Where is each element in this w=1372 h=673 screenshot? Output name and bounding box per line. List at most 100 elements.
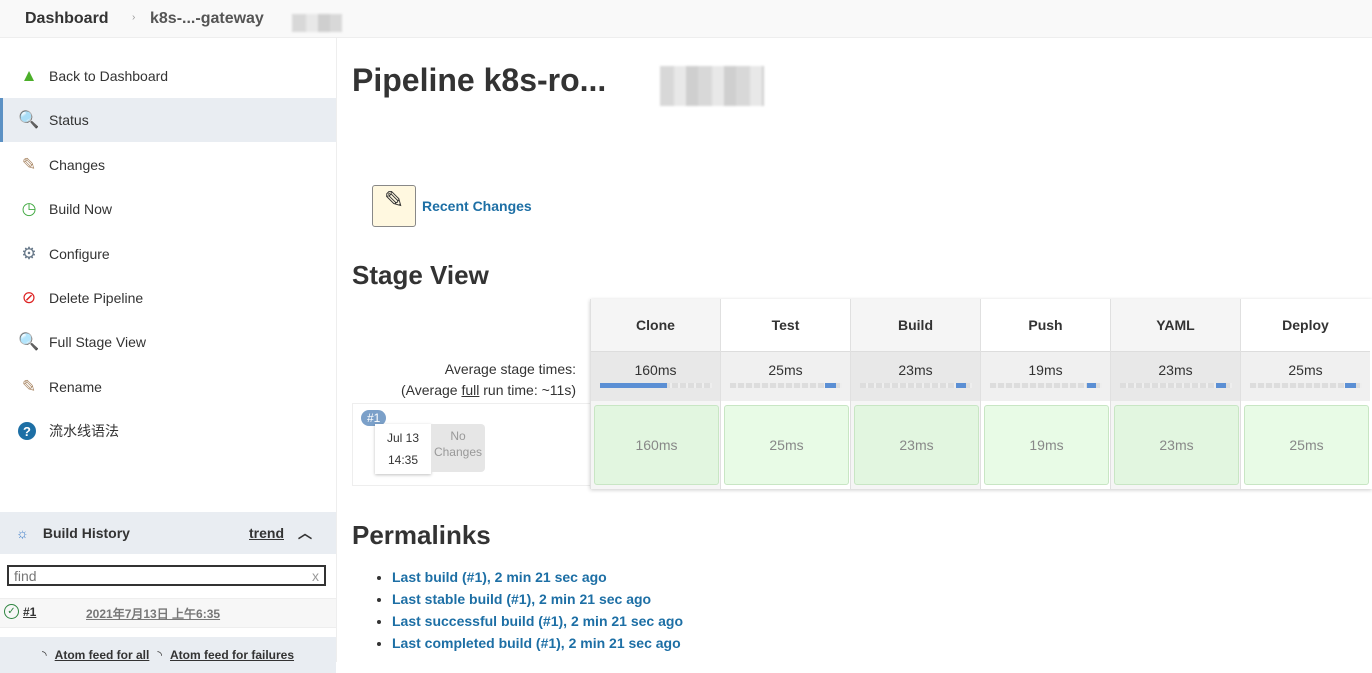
notepad-icon: ✎ bbox=[372, 185, 416, 227]
stage-progress-bar bbox=[1119, 383, 1232, 388]
stage-progress-fill bbox=[1086, 383, 1096, 388]
sidebar-item-label: Configure bbox=[49, 245, 110, 262]
avg-full-suffix: run time: ~11s) bbox=[479, 382, 576, 398]
average-times-label: Average stage times: (Average full run t… bbox=[352, 359, 576, 401]
stage-average-time: 25ms bbox=[1288, 362, 1323, 378]
sidebar-item-delete-pipeline[interactable]: ⊘Delete Pipeline bbox=[0, 276, 336, 320]
stage-progress-bar bbox=[729, 383, 842, 388]
stage-progress-fill bbox=[599, 383, 667, 388]
full-run-link[interactable]: full bbox=[461, 382, 480, 398]
permalink-link[interactable]: Last build (#1), 2 min 21 sec ago bbox=[392, 569, 607, 585]
find-input[interactable]: find x bbox=[7, 565, 326, 586]
sidebar: ▲Back to Dashboard🔍Status✎Changes◷Build … bbox=[0, 38, 337, 673]
sidebar-item-label: Rename bbox=[49, 378, 102, 395]
title-blur bbox=[660, 66, 764, 106]
help-icon: ? bbox=[18, 422, 36, 441]
stage-header: Test bbox=[771, 317, 800, 333]
run-time: 14:35 bbox=[387, 453, 419, 467]
breadcrumb-job[interactable]: k8s-...-gateway bbox=[150, 10, 264, 27]
stage-average-time: 160ms bbox=[634, 362, 677, 378]
stage-column-yaml: YAML 23ms 23ms bbox=[1110, 299, 1240, 489]
stage-average-time: 25ms bbox=[768, 362, 803, 378]
stage-view-table: Clone 160ms 160ms Test 25ms 25ms Build 23m… bbox=[590, 299, 1372, 489]
stage-cell[interactable]: 160ms bbox=[594, 405, 719, 485]
clear-icon[interactable]: x bbox=[312, 568, 319, 584]
sidebar-item-label: Full Stage View bbox=[49, 334, 147, 351]
stage-average: 23ms bbox=[1111, 351, 1240, 401]
stage-header: Push bbox=[1028, 317, 1063, 333]
stage-header: Build bbox=[898, 317, 933, 333]
run-date: Jul 13 bbox=[386, 431, 420, 445]
success-icon: ✓ bbox=[4, 604, 19, 619]
clock-play-icon: ◷ bbox=[21, 199, 37, 219]
permalink-link[interactable]: Last stable build (#1), 2 min 21 sec ago bbox=[392, 591, 652, 607]
run-datetime: Jul 13 14:35 bbox=[375, 424, 431, 474]
up-arrow-icon: ▲ bbox=[20, 66, 38, 85]
stage-average: 160ms bbox=[591, 351, 720, 401]
stage-progress-fill bbox=[955, 383, 966, 388]
stage-header: Deploy bbox=[1282, 317, 1329, 333]
build-number-link[interactable]: #1 bbox=[23, 605, 37, 619]
stage-progress-bar bbox=[859, 383, 972, 388]
stage-progress-fill bbox=[824, 383, 836, 388]
permalinks-title: Permalinks bbox=[352, 520, 491, 550]
sidebar-item-label: Changes bbox=[49, 156, 106, 173]
recent-changes-link[interactable]: Recent Changes bbox=[422, 198, 532, 214]
page-title: Pipeline k8s-ro... bbox=[352, 62, 607, 98]
run-row: #1 Jul 13 14:35 No Changes bbox=[352, 403, 590, 486]
atom-feed-all-link[interactable]: Atom feed for all bbox=[54, 648, 150, 662]
breadcrumb-dashboard[interactable]: Dashboard bbox=[25, 10, 109, 27]
run-badge[interactable]: #1 bbox=[361, 410, 387, 426]
notepad-icon: ✎ bbox=[21, 376, 37, 396]
sidebar-item-back-to-dashboard[interactable]: ▲Back to Dashboard bbox=[0, 54, 336, 98]
magnifier-icon: 🔍 bbox=[18, 332, 40, 352]
sidebar-item-rename[interactable]: ✎ Rename bbox=[0, 365, 336, 409]
sidebar-item-流水线语法[interactable]: ? 流水线语法 bbox=[0, 409, 336, 453]
permalink-link[interactable]: Last successful build (#1), 2 min 21 sec… bbox=[392, 613, 683, 629]
no-changes[interactable]: No Changes bbox=[431, 424, 485, 472]
build-history-header: ☼ Build History trend ︿ bbox=[0, 512, 336, 554]
stage-average: 25ms bbox=[721, 351, 850, 401]
stage-average-time: 23ms bbox=[898, 362, 933, 378]
notepad-icon: ✎ bbox=[21, 154, 37, 174]
stage-progress-bar bbox=[1249, 383, 1362, 388]
stage-view-title: Stage View bbox=[352, 260, 489, 290]
permalink-link[interactable]: Last completed build (#1), 2 min 21 sec … bbox=[392, 635, 681, 651]
atom-feed-failures-link[interactable]: Atom feed for failures bbox=[170, 648, 295, 662]
stage-average-time: 19ms bbox=[1028, 362, 1063, 378]
sidebar-item-status[interactable]: 🔍Status bbox=[0, 98, 336, 143]
sun-icon: ☼ bbox=[16, 525, 29, 541]
build-date-link[interactable]: 2021年7月13日 上午6:35 bbox=[86, 607, 221, 621]
permalink-item: Last successful build (#1), 2 min 21 sec… bbox=[392, 610, 683, 632]
stage-cell[interactable]: 25ms bbox=[724, 405, 849, 485]
sidebar-item-full-stage-view[interactable]: 🔍 Full Stage View bbox=[0, 320, 336, 364]
sidebar-item-label: 流水线语法 bbox=[49, 423, 119, 440]
sidebar-item-label: Status bbox=[49, 112, 89, 129]
avg-full-prefix: (Average bbox=[401, 382, 462, 398]
feeds-bar: ◝ Atom feed for all ◝ Atom feed for failur… bbox=[0, 637, 336, 673]
stage-progress-fill bbox=[1215, 383, 1226, 388]
stage-cell[interactable]: 23ms bbox=[854, 405, 979, 485]
stage-progress-bar bbox=[599, 383, 712, 388]
trend-link[interactable]: trend bbox=[249, 525, 284, 541]
stage-column-clone: Clone 160ms 160ms bbox=[590, 299, 720, 489]
rss-icon: ◝ bbox=[157, 648, 162, 662]
no-entry-icon: ⊘ bbox=[21, 288, 37, 307]
rss-icon: ◝ bbox=[42, 648, 47, 662]
permalink-item: Last completed build (#1), 2 min 21 sec … bbox=[392, 632, 683, 654]
recent-changes[interactable]: ✎ Recent Changes bbox=[372, 185, 532, 227]
build-history-title: Build History bbox=[42, 525, 130, 541]
stage-cell[interactable]: 23ms bbox=[1114, 405, 1239, 485]
stage-cell[interactable]: 19ms bbox=[984, 405, 1109, 485]
top-bar: Dashboard › k8s-...-gateway bbox=[0, 0, 1372, 38]
sidebar-item-changes[interactable]: ✎ Changes bbox=[0, 143, 336, 187]
permalinks-list: Last build (#1), 2 min 21 sec agoLast st… bbox=[374, 566, 683, 654]
sidebar-item-configure[interactable]: ⚙Configure bbox=[0, 232, 336, 276]
sidebar-item-label: Build Now bbox=[49, 201, 113, 218]
find-placeholder: find bbox=[14, 568, 37, 584]
chevron-up-icon[interactable]: ︿ bbox=[298, 525, 312, 541]
stage-cell[interactable]: 25ms bbox=[1244, 405, 1369, 485]
permalink-item: Last stable build (#1), 2 min 21 sec ago bbox=[392, 588, 683, 610]
chevron-right-icon: › bbox=[132, 12, 136, 23]
sidebar-item-build-now[interactable]: ◷ Build Now bbox=[0, 187, 336, 231]
